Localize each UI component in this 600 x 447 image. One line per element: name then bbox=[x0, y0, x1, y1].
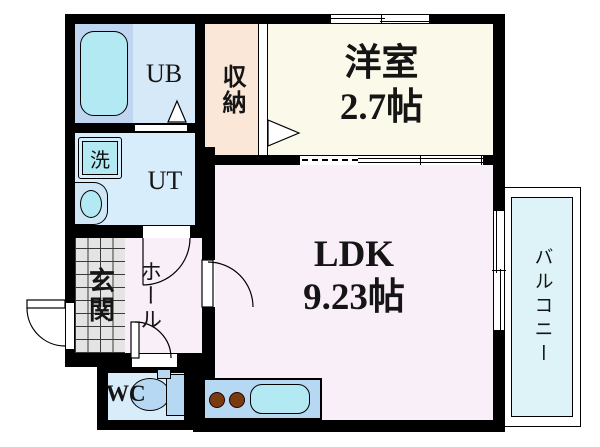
toilet-bowl-icon bbox=[130, 378, 170, 411]
closet-door bbox=[258, 24, 268, 155]
wall-closet-bottom bbox=[195, 155, 268, 165]
bath-door-opening bbox=[135, 124, 187, 132]
ldk-name: LDK bbox=[313, 233, 395, 275]
room-ldk bbox=[215, 165, 493, 420]
label-hall: ホール bbox=[137, 259, 162, 332]
label-entrance: 玄関 bbox=[85, 266, 115, 325]
wall-closet-left bbox=[195, 24, 205, 238]
label-unit-bath: UB bbox=[145, 58, 183, 88]
wall-center-block bbox=[203, 147, 215, 238]
toilet-tank-icon bbox=[166, 374, 185, 416]
wall-western-ldk-left bbox=[268, 155, 300, 165]
label-balcony: バルコニー bbox=[531, 247, 553, 367]
room-balcony bbox=[511, 197, 573, 417]
entrance-door-opening bbox=[65, 303, 75, 349]
washing-machine-label-box: 洗 bbox=[82, 141, 118, 175]
washer-label: 洗 bbox=[90, 149, 110, 172]
utility-hall-door-opening bbox=[143, 226, 190, 238]
washing-machine-icon bbox=[78, 137, 122, 179]
stove-burner-icon bbox=[229, 392, 245, 408]
entrance-door-arc bbox=[26, 307, 66, 347]
sliding-window-top bbox=[330, 14, 430, 24]
western-room-area: 2.7帖 bbox=[339, 86, 424, 128]
wall-western-ldk-right bbox=[483, 155, 495, 165]
label-western-room: 洋室 2.7帖 bbox=[268, 20, 495, 151]
western-room-name: 洋室 bbox=[344, 42, 419, 84]
bathtub-icon bbox=[80, 31, 128, 116]
washbasin-bowl-icon bbox=[80, 190, 102, 218]
hall-ldk-door-opening bbox=[202, 260, 215, 307]
label-wc: WC bbox=[106, 381, 146, 406]
wall-top bbox=[65, 14, 505, 24]
label-utility: UT bbox=[147, 166, 183, 195]
hall-wc-door-opening bbox=[132, 354, 177, 367]
stove-burner-icon bbox=[209, 392, 225, 408]
wall-left bbox=[65, 14, 75, 367]
room-entrance-tiles bbox=[75, 238, 125, 353]
wall-bottom bbox=[193, 420, 505, 432]
ldk-area: 9.23帖 bbox=[303, 276, 405, 318]
kitchen-sink-icon bbox=[250, 384, 310, 414]
western-ldk-sliding-door bbox=[300, 155, 483, 165]
wall-bath-utility bbox=[65, 123, 200, 133]
room-closet bbox=[205, 24, 258, 155]
wall-utility-bottom bbox=[65, 225, 215, 238]
entrance-door-leaf bbox=[26, 299, 66, 309]
wall-wc-kitchen bbox=[193, 363, 203, 420]
label-closet: 収納 bbox=[218, 63, 244, 116]
toilet-flush-icon bbox=[157, 369, 171, 379]
label-ldk: LDK 9.23帖 bbox=[215, 149, 493, 404]
room-western bbox=[268, 24, 495, 155]
balcony-sliding-door bbox=[492, 210, 506, 331]
